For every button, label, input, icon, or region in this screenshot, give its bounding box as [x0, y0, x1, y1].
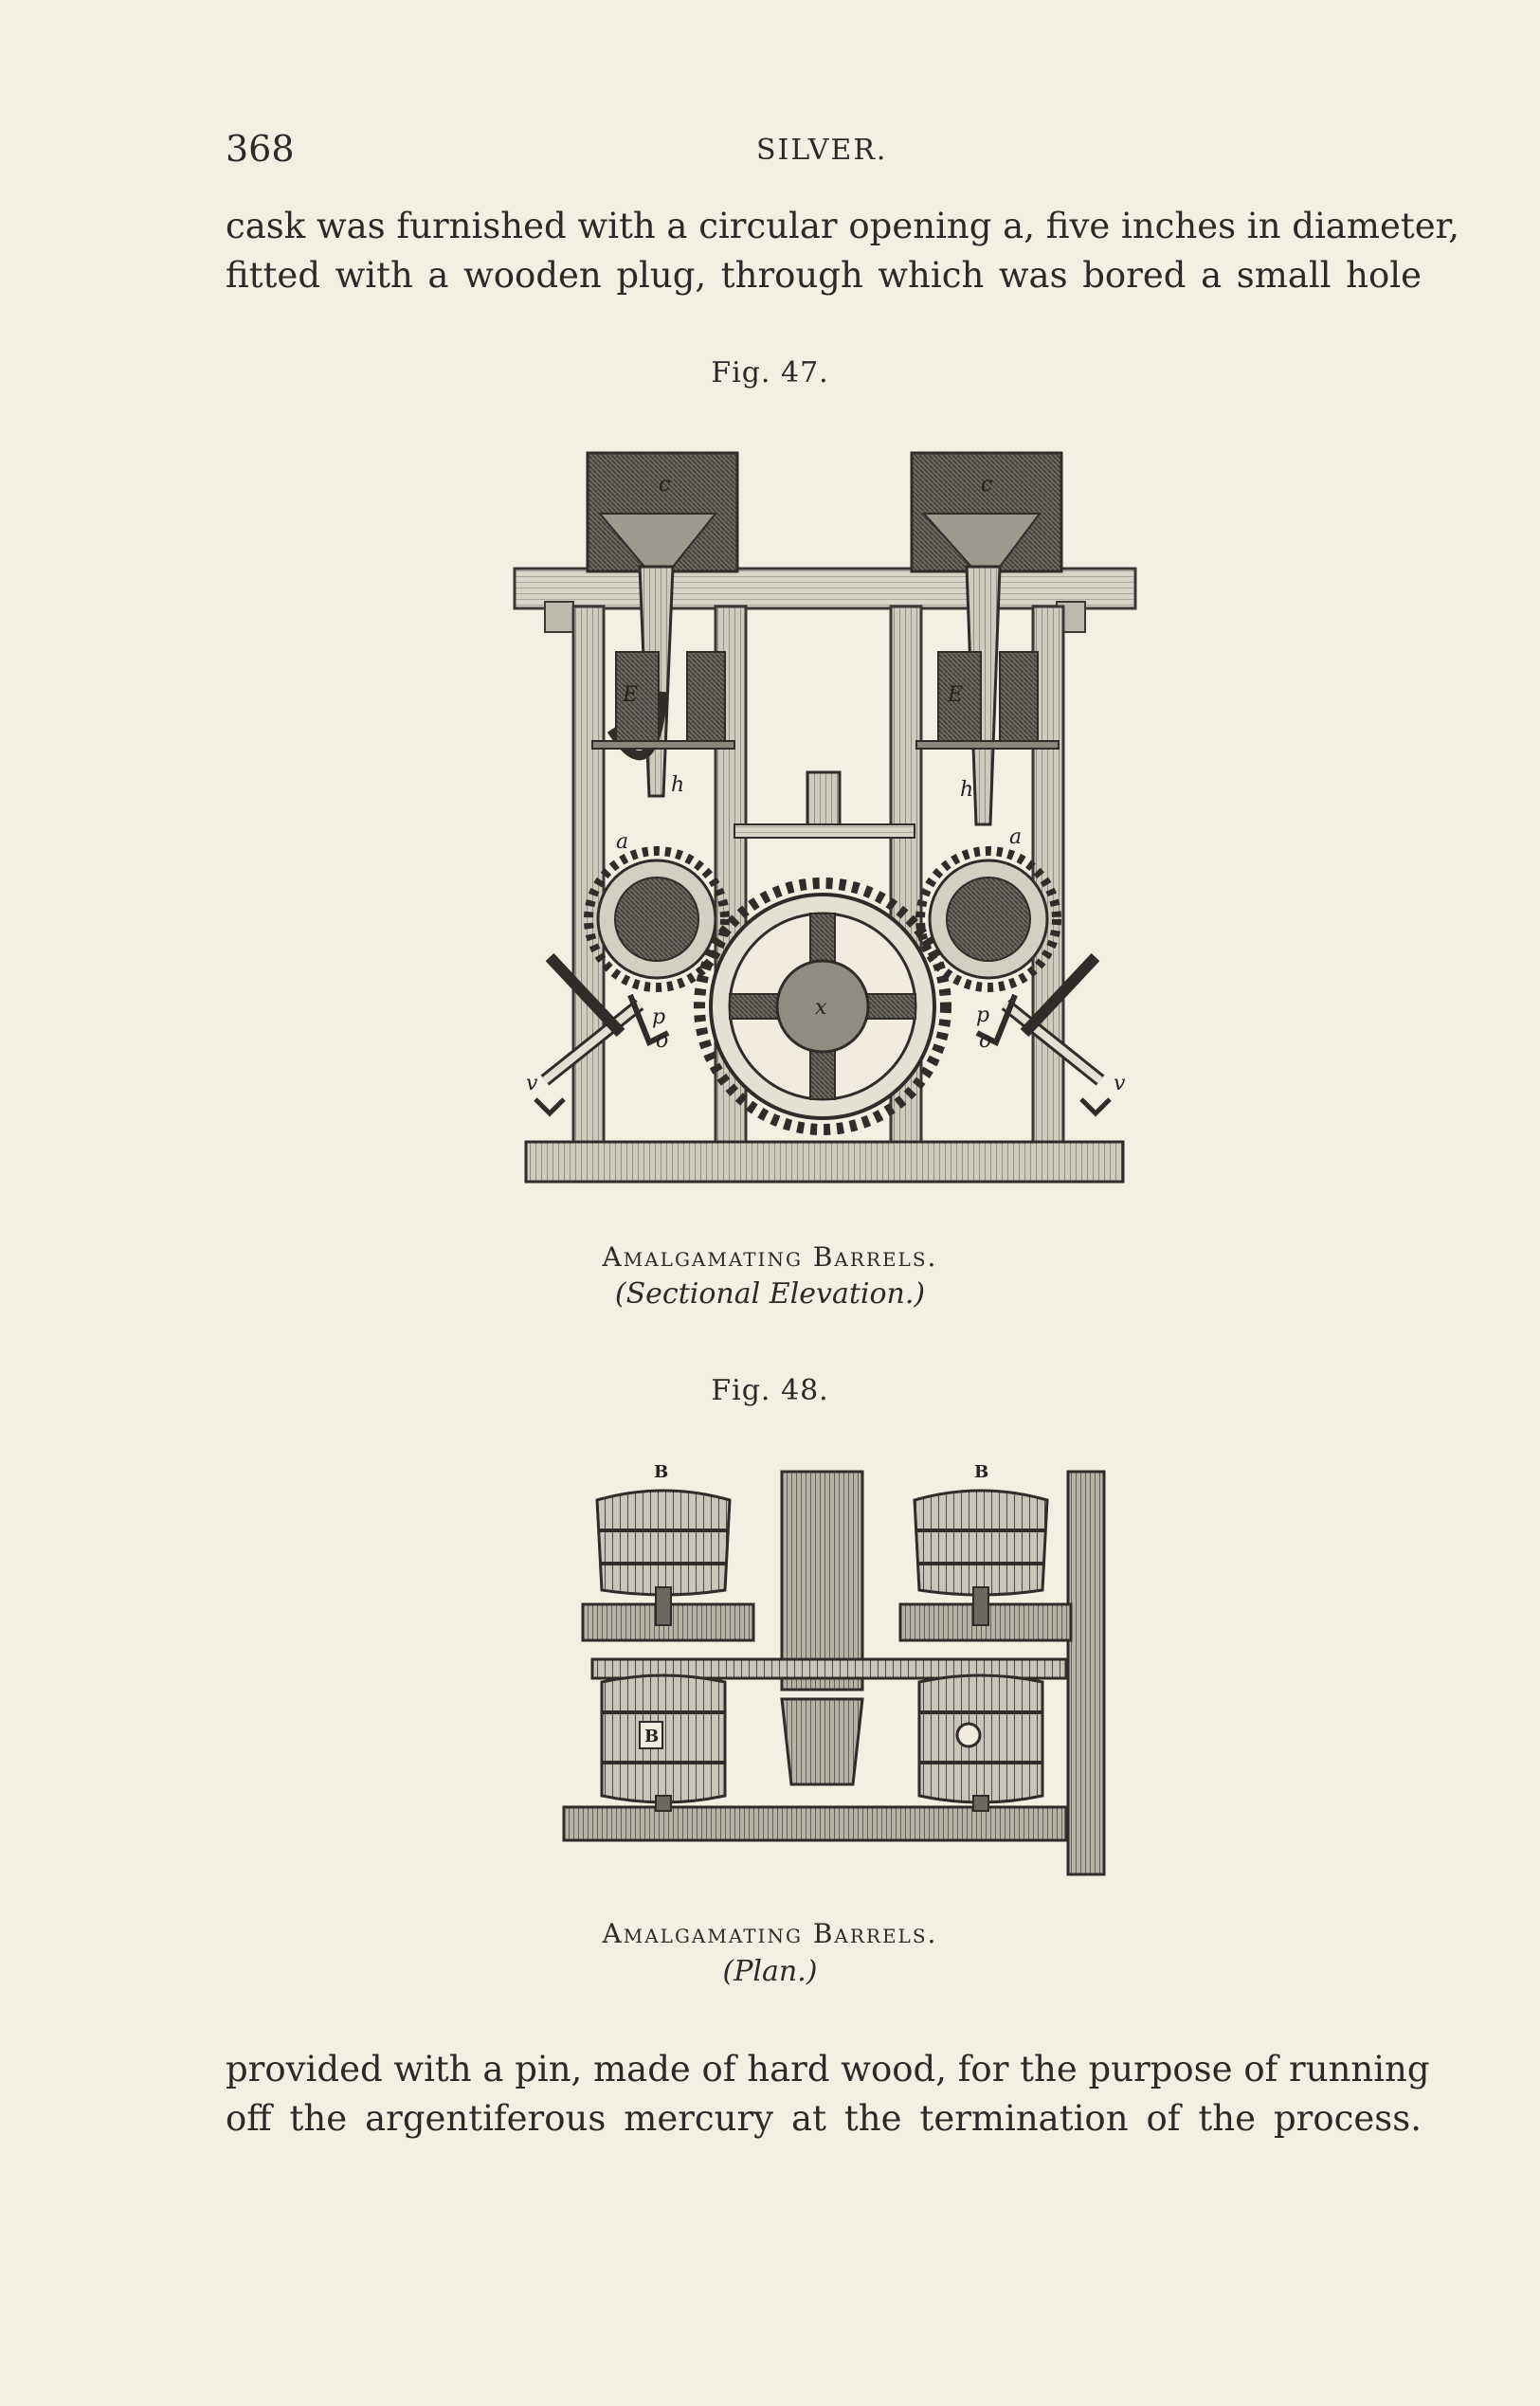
label-c: c [659, 473, 670, 497]
barrel-bottom-right [917, 1673, 1044, 1804]
central-column [780, 1470, 864, 1786]
text-line: provided with a pin, made of hard wood, … [226, 2049, 1430, 2089]
running-head: 368 SILVER. [226, 128, 1417, 175]
label-p: p [652, 1005, 665, 1029]
text-line: fitted with a wooden plug, through which… [226, 255, 1422, 296]
label-p: p [976, 1004, 989, 1027]
label-c: c [981, 473, 992, 497]
label-e: E [622, 683, 638, 707]
text-line: cask was furnished with a circular openi… [226, 206, 1459, 246]
paragraph-top: cask was furnished with a circular openi… [226, 202, 1459, 300]
figure-caption: Amalgamating Barrels. [602, 1918, 938, 1949]
amalgamating-barrels-plan-illustration: B B B [562, 1462, 1106, 1876]
text-line: off the argentiferous mercury at the ter… [226, 2098, 1422, 2139]
barrel-top-right [913, 1489, 1049, 1597]
label-a: a [1009, 825, 1022, 849]
label-a: a [616, 830, 628, 854]
label-o: o [979, 1029, 991, 1053]
amalgamating-barrels-elevation-illustration: c c E E h h a a x p p o o v v [513, 451, 1137, 1184]
label-o: o [656, 1029, 668, 1053]
hopper-right [910, 451, 1063, 826]
label-e: E [947, 683, 963, 707]
label-b: B [654, 1462, 668, 1482]
hopper-left [586, 451, 739, 798]
figure-label: Fig. 48. [711, 1374, 829, 1407]
label-b: B [974, 1462, 988, 1482]
paragraph-bottom: provided with a pin, made of hard wood, … [226, 2045, 1430, 2144]
gear-right [915, 846, 1061, 992]
gear-left [584, 846, 730, 992]
label-b: B [644, 1727, 659, 1746]
label-h: h [960, 778, 973, 802]
label-h: h [671, 773, 684, 797]
figure-caption: Amalgamating Barrels. [602, 1241, 938, 1273]
page-number: 368 [226, 128, 295, 170]
label-x: x [815, 996, 827, 1020]
barrel-top-left [595, 1489, 732, 1597]
barrel-bottom-left [600, 1673, 727, 1804]
running-title: SILVER. [756, 134, 888, 167]
figure-sub-caption: (Sectional Elevation.) [614, 1277, 926, 1311]
figure-sub-caption: (Plan.) [722, 1955, 818, 1988]
label-v: v [1114, 1072, 1126, 1095]
label-v: v [526, 1072, 538, 1095]
central-gear [694, 877, 951, 1135]
figure-label: Fig. 47. [711, 356, 829, 389]
